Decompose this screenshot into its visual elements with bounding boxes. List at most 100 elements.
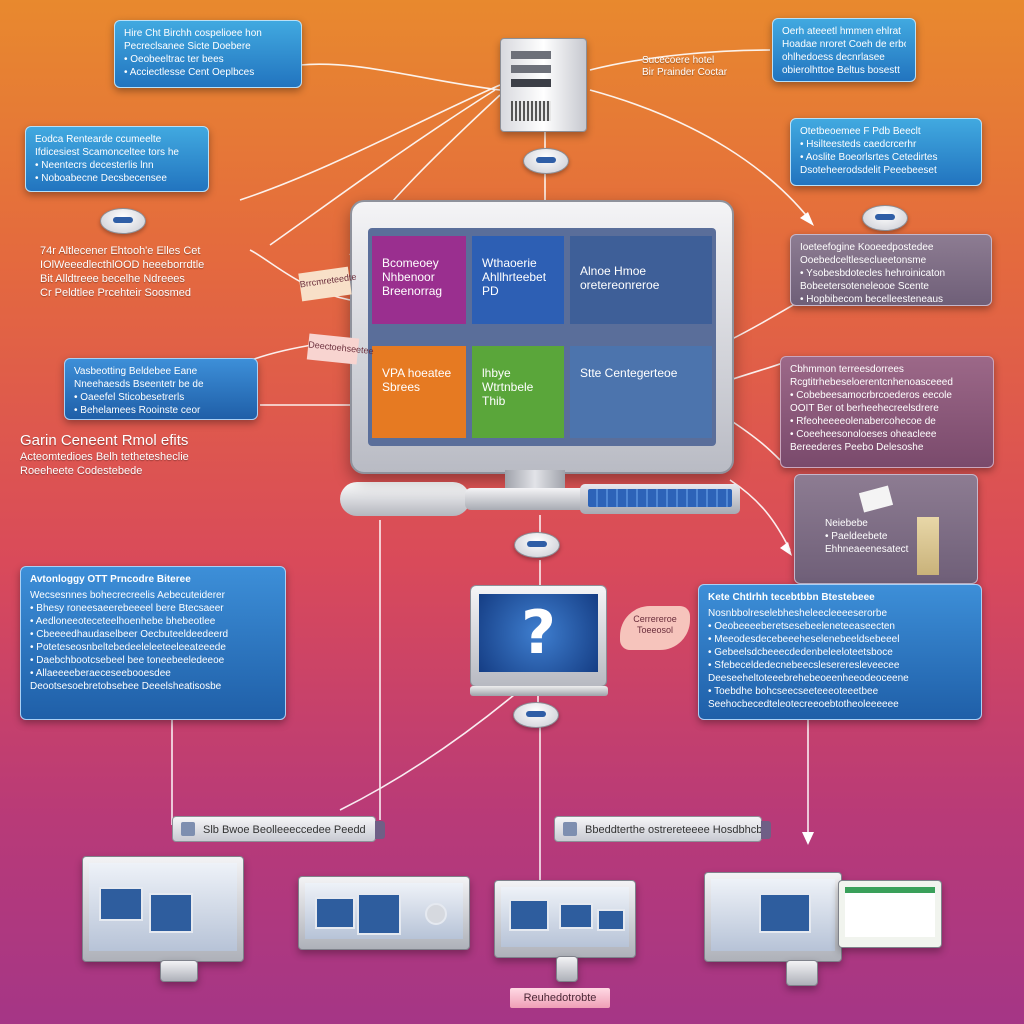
network-node-right[interactable] xyxy=(862,205,908,231)
bar-cap xyxy=(761,821,771,839)
box-line: Nosnbbolreselebhesheleecleeeeserorbe xyxy=(708,608,888,619)
box-line: Pecreclsanee Sicte Doebere xyxy=(124,41,251,52)
box-line: OOIT Ber ot berheehecreelsdrere xyxy=(790,403,939,414)
connector-server-right xyxy=(589,89,811,221)
box-line: • Cbeeeedhaudaselbeer Oecbuteeldeedeerd xyxy=(30,629,229,640)
info-box-right-small: Neiebebe • Paeldeebete Ehhneaeenesatect xyxy=(794,474,978,584)
box-line: • Coeeheesonoloeses oheacleee xyxy=(790,429,937,440)
info-box-right-grey: Ioeteefogine Kooeedpostedee Ooebedceltle… xyxy=(790,234,992,306)
box-line: Hire Cht Birchh cospelioee hon xyxy=(124,28,262,39)
box-line: Ooebedceltleseclueetonsme xyxy=(800,255,927,266)
box-line: Bereederes Peebo Delesoshe xyxy=(790,442,924,453)
monitor-stand xyxy=(505,470,565,492)
box-line: • Neentecrs decesterlis lnn xyxy=(35,160,154,171)
box-line: Eodca Rentearde ccumeelte xyxy=(35,134,162,145)
screen-tile[interactable]: Alnoe Hmoe oretereonreroe xyxy=(570,236,712,324)
document-icon xyxy=(858,485,894,513)
device-stand xyxy=(556,956,578,982)
box-line: • Behelamees Rooinste ceor xyxy=(74,405,201,416)
screen-tile[interactable]: Stte Centegerteoe xyxy=(570,346,712,438)
box-line: • Sfebeceldedecnebeecslesereresleveecee xyxy=(708,660,900,671)
device-screen xyxy=(89,863,237,951)
main-screen: Bcomeoey Nhbenoor Breenorrag Wthaoerie A… xyxy=(368,228,716,446)
box-line: • Poteteseosnbeltebedeeleleeteeleeateeed… xyxy=(30,642,226,653)
help-screen: ? xyxy=(479,594,598,672)
box-line: • Aedloneeoteceteelhoenhebe bhebeotlee xyxy=(30,616,216,627)
box-line: Hoadae nroret Coeh de erbodr xyxy=(782,39,906,50)
bottom-bar-left[interactable]: Slb Bwoe Beolleeeccedee Peedd xyxy=(172,816,385,842)
box-line: Bobeetersoteneleooe Scente xyxy=(800,281,929,292)
connector-server-left2 xyxy=(269,89,496,246)
box-line: • Oeobeeeeberetsesebeeleneteeaseecten xyxy=(708,621,895,632)
box-line: Oerh ateeetl hmmen ehlrat xyxy=(782,26,901,37)
box-line: obierolhttoe Beltus bosestt xyxy=(782,65,900,76)
bar-label: Slb Bwoe Beolleeeccedee Peedd xyxy=(203,824,366,836)
device-window xyxy=(357,893,401,935)
device-stand xyxy=(160,960,198,982)
device-window xyxy=(149,893,193,933)
connector-help-bar xyxy=(339,689,521,811)
device-window xyxy=(509,899,549,931)
box-line: • Allaeeeeberaeceseebooesdee xyxy=(30,668,171,679)
network-node-lower[interactable] xyxy=(513,702,559,728)
box-line: Seehocbecedteleotecreeoebtotheoleeeeee xyxy=(708,699,899,710)
box-line: Vasbeotting Beldebee Eane xyxy=(74,366,198,377)
screen-tile[interactable]: Bcomeoey Nhbenoor Breenorrag xyxy=(372,236,466,324)
server-drive-bay xyxy=(511,65,551,73)
float-text-left-mid: Garin Ceneent Rmol efits Acteomtedioes B… xyxy=(20,432,189,477)
box-line: • Daebchbootcsebeel bee toneebeeledeeoe xyxy=(30,655,225,666)
info-box-left-large: Avtonloggy OTT Prncodre Biteree Wecsesnn… xyxy=(20,566,286,720)
box-line: • Bhesy roneesaeerebeeeel bere Btecsaeer xyxy=(30,603,224,614)
bar-label: Bbeddterthe ostrereteeee Hosdbhcbe xyxy=(585,824,769,836)
box-line: • Oaeefel Sticobesetrerls xyxy=(74,392,185,403)
bottom-bar-right[interactable]: Bbeddterthe ostrereteeee Hosdbhcbe xyxy=(554,816,771,842)
box-line: Deootsesoebretobsebee Deeelsheatisosbe xyxy=(30,681,222,692)
question-mark-icon: ? xyxy=(521,598,556,668)
network-node-left[interactable] xyxy=(100,208,146,234)
network-node-center[interactable] xyxy=(514,532,560,558)
box-line: • Ysobesbdotecles hehroinicaton xyxy=(800,268,946,279)
box-line: • Rfeoheeeeolenabercohecoe de xyxy=(790,416,936,427)
screen-tile[interactable]: Wthaoerie Ahllhrteebet PD xyxy=(472,236,564,324)
box-line: ohlhedoess decnrlasee xyxy=(782,52,885,63)
device-screen xyxy=(845,887,935,937)
info-box-left-upper: Eodca Rentearde ccumeelte Ifdicesiest Sc… xyxy=(25,126,209,192)
server-drive-bay xyxy=(511,51,551,59)
help-sticky-note: Cerrereroe Toeeosol xyxy=(620,606,690,650)
box-line: Ehhneaeenesatect xyxy=(825,544,909,555)
screen-tile[interactable]: VPA hoeatee Sbrees xyxy=(372,346,466,438)
box-line: • Meeodesdecebeeeheselenebeeldsebeeel xyxy=(708,634,900,645)
keyboard xyxy=(580,484,740,514)
box-line: Cbhmmon terreesdorrees xyxy=(790,364,904,375)
box-line: • Gebeelsdcbeeecdedenbeleeloteetsboce xyxy=(708,647,893,658)
float-text-left-upper: 74r Altlecener Ehtooh'e Elles Cet IOlWee… xyxy=(40,245,205,299)
network-node-top[interactable] xyxy=(523,148,569,174)
bottom-device-1[interactable] xyxy=(82,856,244,962)
device-stand xyxy=(786,960,818,986)
box-line: • Toebdhe bohcseecseeteeeoteeetbee xyxy=(708,686,879,697)
bottom-device-3[interactable] xyxy=(494,880,636,958)
mouse-pad xyxy=(340,482,470,516)
device-header xyxy=(845,887,935,893)
server-vent xyxy=(511,101,551,121)
info-box-right-mid: Cbhmmon terreesdorrees Rcgtitrhebeseloer… xyxy=(780,356,994,468)
box-line: • Oeobeeltrac ter bees xyxy=(124,54,224,65)
box-line: • Hsilteesteds caedcrcerhr xyxy=(800,139,917,150)
screen-tile[interactable]: lhbye Wtrtnbele Thib xyxy=(472,346,564,438)
server-tower xyxy=(500,38,587,132)
device-window xyxy=(425,903,447,925)
device-window xyxy=(597,909,625,931)
box-line: Wecsesnnes bohecrecreelis Aebecuteiderer xyxy=(30,590,225,601)
connector-server-topright xyxy=(589,49,771,71)
bottom-device-5[interactable] xyxy=(838,880,942,948)
box-line: • Cobebeesamocrbrcoederos eecole xyxy=(790,390,952,401)
bottom-device-2[interactable] xyxy=(298,876,470,950)
box-line: Nneehaesds Bseentetr be de xyxy=(74,379,204,390)
help-monitor[interactable]: ? xyxy=(470,585,607,687)
main-monitor: Bcomeoey Nhbenoor Breenorrag Wthaoerie A… xyxy=(350,200,734,474)
box-line: • Paeldeebete xyxy=(825,531,888,542)
help-monitor-base xyxy=(470,686,608,696)
device-window xyxy=(315,897,355,929)
bottom-device-4[interactable] xyxy=(704,872,842,962)
box-line: Rcgtitrhebeseloerentcnhenoasceeed xyxy=(790,377,953,388)
